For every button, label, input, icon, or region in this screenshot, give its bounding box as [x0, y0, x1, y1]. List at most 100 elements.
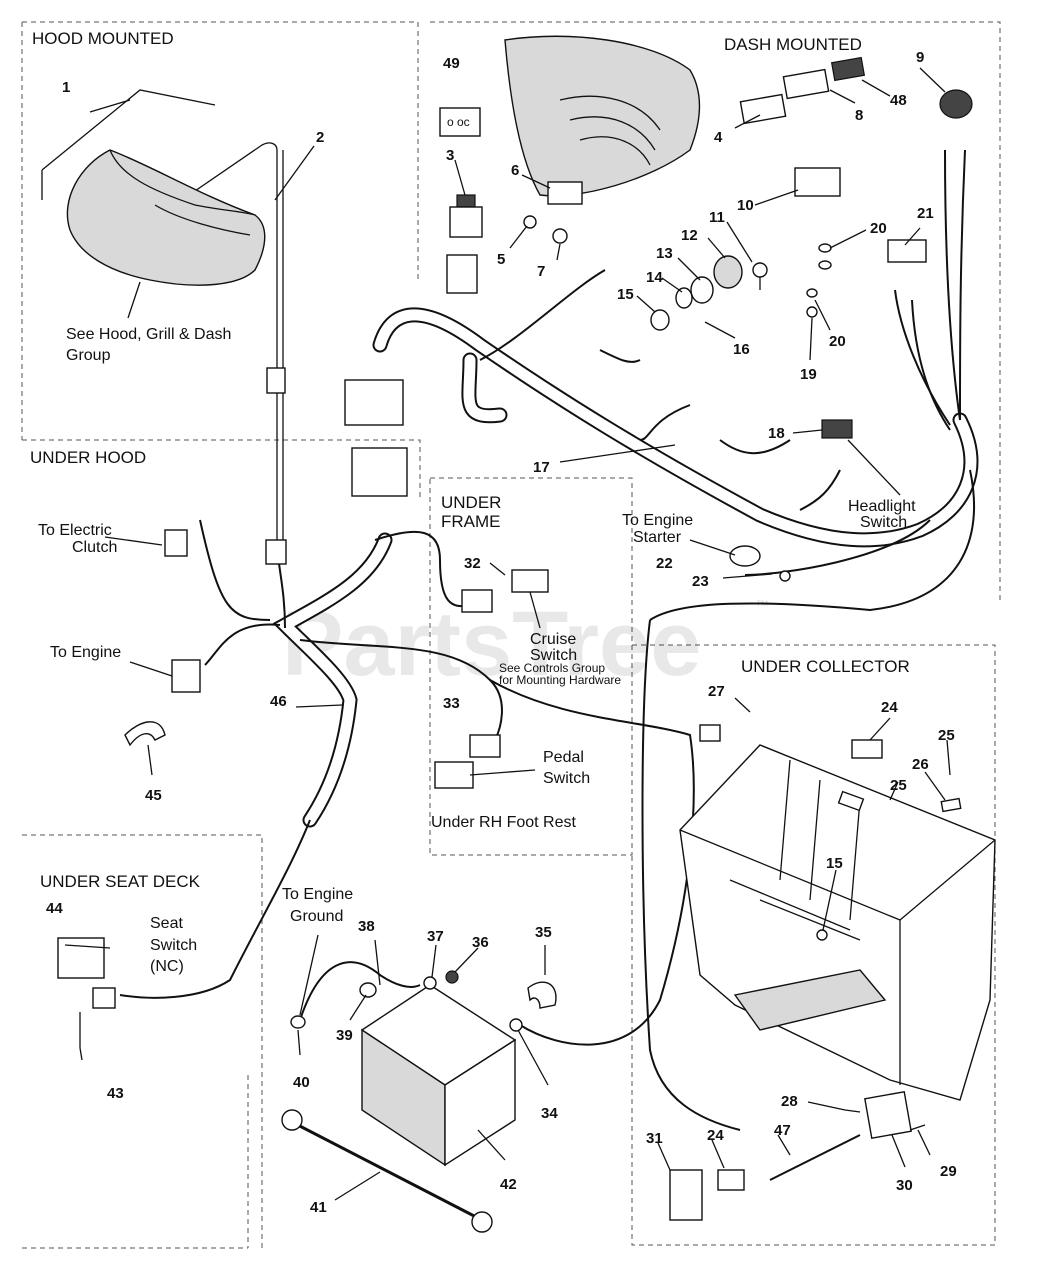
callout-47: 47 — [774, 1122, 791, 1139]
screw-5 — [523, 215, 537, 229]
callout-24a: 24 — [881, 699, 898, 716]
note-cruise-1: Cruise — [530, 631, 576, 648]
ignition-10 — [794, 167, 841, 197]
callout-31: 31 — [646, 1130, 663, 1147]
section-title-under-frame-1: UNDER — [441, 493, 501, 512]
callout-42: 42 — [500, 1176, 517, 1193]
connector-33 — [469, 734, 501, 758]
decal-4 — [739, 93, 787, 125]
washer-20c — [806, 288, 818, 298]
boot-22 — [729, 545, 761, 567]
part-15-dash — [650, 309, 670, 331]
washer-14 — [675, 287, 693, 309]
callout-10: 10 — [737, 197, 754, 214]
callout-37: 37 — [427, 928, 444, 945]
callout-11: 11 — [709, 209, 725, 226]
callout-26: 26 — [912, 756, 929, 773]
callout-19: 19 — [800, 366, 817, 383]
decal-49 — [439, 107, 481, 137]
callout-15b: 15 — [826, 855, 843, 872]
callout-48: 48 — [890, 92, 907, 109]
note-electric-clutch-2: Clutch — [72, 539, 117, 556]
callout-33: 33 — [443, 695, 460, 712]
note-controls-1: See Controls Group — [499, 661, 605, 675]
callout-39: 39 — [336, 1027, 353, 1044]
nut-13 — [690, 276, 714, 304]
callouts: 1 2 3 4 5 6 7 8 9 10 11 12 13 14 15 15 1… — [46, 49, 957, 1216]
bolt-39 — [359, 982, 377, 998]
nut-19 — [806, 306, 818, 318]
note-seat-3: (NC) — [150, 958, 184, 975]
hood-part — [66, 149, 266, 286]
callout-9: 9 — [916, 49, 924, 66]
seat-switch-44 — [57, 937, 105, 979]
note-controls-2: for Mounting Hardware — [499, 673, 621, 687]
section-borders — [21, 21, 1001, 1249]
note-cruise-2: Switch — [530, 647, 577, 664]
section-title-under-collector: UNDER COLLECTOR — [741, 657, 910, 676]
section-title-under-hood: UNDER HOOD — [30, 448, 146, 467]
seat-connector — [92, 987, 116, 1009]
callout-15a: 15 — [617, 286, 634, 303]
screw-29 — [909, 1124, 926, 1131]
callout-1: 1 — [62, 79, 70, 96]
headlight-switch-18 — [821, 419, 853, 439]
callout-20a: 20 — [870, 220, 887, 237]
callout-27: 27 — [708, 683, 725, 700]
callout-45: 45 — [145, 787, 162, 804]
note-pedal-1: Pedal — [543, 749, 584, 766]
callout-2: 2 — [316, 129, 324, 146]
callout-23: 23 — [692, 573, 709, 590]
battery-42 — [360, 984, 517, 1167]
rod-47 — [769, 1134, 861, 1181]
watermark-tm: ™ — [755, 597, 769, 613]
callout-40: 40 — [293, 1074, 310, 1091]
dash-panel-part — [504, 35, 701, 197]
callout-25a: 25 — [938, 727, 955, 744]
decal-48 — [830, 56, 866, 82]
callout-30: 30 — [896, 1177, 913, 1194]
washer-20b — [818, 260, 832, 270]
callout-49: 49 — [443, 55, 460, 72]
note-starter-1: To Engine — [622, 512, 693, 529]
decal-49-text: o oc — [447, 115, 470, 129]
bolt-28 — [844, 1109, 861, 1113]
callout-16: 16 — [733, 341, 750, 358]
connector-hood-lower — [265, 539, 287, 565]
note-see-hood-1: See Hood, Grill & Dash — [66, 326, 231, 343]
note-ground-1: To Engine — [282, 886, 353, 903]
section-title-hood-mounted: HOOD MOUNTED — [32, 29, 174, 48]
bracket-31 — [669, 1169, 703, 1221]
switch-21 — [887, 239, 927, 263]
switch-24-upper — [851, 739, 883, 759]
callout-13: 13 — [656, 245, 673, 262]
callout-20b: 20 — [829, 333, 846, 350]
bezel-12 — [713, 255, 743, 289]
leader-lines — [41, 67, 951, 1201]
callout-44: 44 — [46, 900, 63, 917]
pedal-switch — [434, 761, 474, 789]
connector-27 — [699, 724, 721, 742]
washer-20a — [818, 243, 832, 253]
callout-28: 28 — [781, 1093, 798, 1110]
callout-24b: 24 — [707, 1127, 724, 1144]
connector-32 — [461, 589, 493, 613]
connector-engine — [171, 659, 201, 693]
callout-18: 18 — [768, 425, 785, 442]
key-11 — [752, 262, 768, 290]
callout-25b: 25 — [890, 777, 907, 794]
note-pedal-2: Switch — [543, 770, 590, 787]
note-see-hood-2: Group — [66, 347, 111, 364]
callout-38: 38 — [358, 918, 375, 935]
callout-32: 32 — [464, 555, 481, 572]
callout-17: 17 — [533, 459, 550, 476]
note-ground-2: Ground — [290, 908, 343, 925]
terminal-34 — [509, 1018, 523, 1032]
switch-24-lower — [717, 1169, 745, 1191]
washer-37 — [423, 976, 437, 990]
callout-43: 43 — [107, 1085, 124, 1102]
callout-36: 36 — [472, 934, 489, 951]
callout-5: 5 — [497, 251, 505, 268]
rod-41 — [281, 1109, 493, 1233]
